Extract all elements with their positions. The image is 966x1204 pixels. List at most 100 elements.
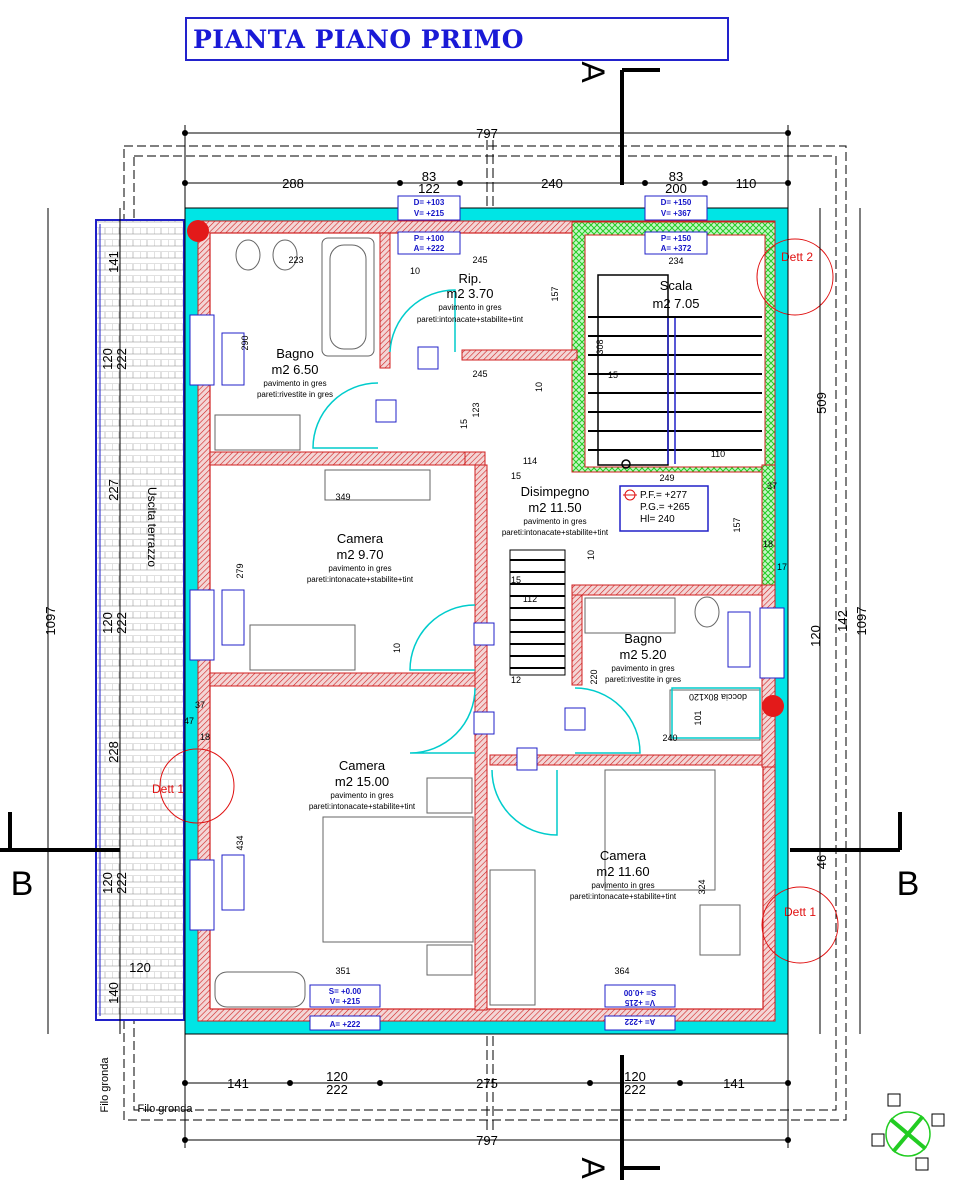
svg-text:m2 5.20: m2 5.20 (620, 647, 667, 662)
svg-text:m2 7.05: m2 7.05 (653, 296, 700, 311)
window-tag-text: V= +367 (661, 209, 692, 218)
svg-text:223: 223 (288, 255, 303, 265)
svg-text:220: 220 (589, 669, 599, 684)
detail-circles (159, 238, 839, 964)
svg-text:pavimento in gres: pavimento in gres (328, 564, 391, 573)
svg-text:110: 110 (711, 449, 725, 459)
svg-text:120: 120 (100, 612, 115, 634)
room-label-camera-2: Camera m2 15.00 pavimento in gres pareti… (309, 758, 416, 811)
window-tag-text: A= +222 (330, 1020, 361, 1029)
section-letter-b: B (11, 865, 34, 903)
page-title: PIANTA PIANO PRIMO (193, 25, 525, 54)
svg-text:290: 290 (240, 335, 250, 350)
svg-text:240: 240 (541, 176, 563, 191)
gutter-label: Filo gronda (99, 1057, 111, 1113)
furniture (214, 237, 761, 1008)
svg-text:Rip.: Rip. (458, 271, 481, 286)
svg-text:18: 18 (200, 732, 210, 742)
svg-text:222: 222 (114, 348, 129, 370)
svg-text:245: 245 (472, 255, 487, 265)
room-label-ripostiglio: Rip. m2 3.70 pavimento in gres pareti:in… (417, 271, 524, 324)
svg-text:pareti:intonacate+stabilite+ti: pareti:intonacate+stabilite+tint (309, 802, 416, 811)
terrace-label: Uscita terrazzo (145, 487, 159, 567)
window-tag-text: S= +0.00 (623, 988, 656, 997)
svg-text:Bagno: Bagno (276, 346, 314, 361)
svg-text:157: 157 (732, 517, 742, 532)
svg-text:47: 47 (184, 716, 194, 726)
gutter-label: Filo gronda (137, 1103, 193, 1115)
svg-text:112: 112 (523, 594, 537, 604)
svg-text:349: 349 (335, 492, 350, 502)
svg-text:120: 120 (624, 1069, 646, 1084)
dims-top: 288 83 122 240 83 200 110 (282, 169, 756, 196)
svg-text:234: 234 (668, 256, 683, 266)
dims-right: 509 120 46 (808, 392, 829, 869)
column-marker (762, 695, 784, 717)
svg-text:120: 120 (129, 960, 151, 975)
svg-text:37: 37 (195, 700, 205, 710)
svg-text:83: 83 (669, 169, 683, 184)
svg-text:122: 122 (418, 181, 440, 196)
compass-icon (871, 1093, 945, 1171)
svg-text:pavimento in gres: pavimento in gres (438, 303, 501, 312)
title-box: PIANTA PIANO PRIMO (185, 17, 729, 61)
dims-left: 141 120 222 227 120 222 228 120 222 140 … (100, 251, 151, 1004)
section-letter-b: B (897, 865, 920, 903)
section-markers (0, 68, 902, 1180)
svg-text:434: 434 (235, 835, 245, 850)
svg-text:240: 240 (662, 733, 677, 743)
svg-text:pareti:rivestite in gres: pareti:rivestite in gres (257, 390, 333, 399)
window-tag-text: P= +100 (414, 234, 445, 243)
svg-text:120: 120 (808, 625, 823, 647)
svg-text:222: 222 (326, 1082, 348, 1097)
window-tag-text: D= +150 (661, 198, 692, 207)
svg-text:222: 222 (624, 1082, 646, 1097)
svg-text:120: 120 (326, 1069, 348, 1084)
svg-text:141: 141 (723, 1076, 745, 1091)
level-pf: P.F.= +277 (640, 490, 688, 501)
dim-top-overall: 797 (476, 126, 498, 141)
staircase-lower (509, 549, 566, 676)
room-label-scala: Scala m2 7.05 (653, 278, 700, 311)
svg-text:Disimpegno: Disimpegno (521, 484, 590, 499)
svg-text:110: 110 (736, 176, 757, 191)
svg-text:308: 308 (595, 339, 605, 354)
window-tag-text: V= +215 (624, 998, 655, 1007)
svg-text:114: 114 (523, 456, 537, 466)
section-letter-a: A (575, 61, 611, 83)
dims-inner: 223 245 234 10 157 290 308 15 245 10 123… (184, 255, 787, 976)
svg-text:m2 3.70: m2 3.70 (447, 286, 494, 301)
svg-text:pavimento in gres: pavimento in gres (263, 379, 326, 388)
svg-text:509: 509 (814, 392, 829, 414)
svg-text:m2 6.50: m2 6.50 (272, 362, 319, 377)
window-tag-text: A= +372 (661, 244, 692, 253)
room-label-bagno-2: Bagno m2 5.20 pavimento in gres pareti:r… (605, 631, 681, 684)
svg-text:10: 10 (410, 266, 420, 276)
staircase (588, 274, 762, 469)
room-label-disimpegno: Disimpegno m2 11.50 pavimento in gres pa… (502, 484, 609, 537)
svg-text:Camera: Camera (337, 531, 384, 546)
dimension-ticks (182, 130, 791, 1143)
svg-text:275: 275 (476, 1076, 498, 1091)
window-tag-text: P= +150 (661, 234, 692, 243)
room-label-bagno-1: Bagno m2 6.50 pavimento in gres pareti:r… (257, 346, 333, 399)
detail-label: Dett 2 (781, 250, 813, 264)
detail-label: Dett 1 (784, 905, 816, 919)
svg-text:m2 11.50: m2 11.50 (528, 500, 581, 515)
dim-right-overall: 1097 (854, 607, 869, 636)
svg-text:10: 10 (534, 382, 544, 392)
svg-text:15: 15 (511, 471, 521, 481)
level-hl: Hl= 240 (640, 514, 675, 525)
dims-bottom: 141 120 222 275 120 222 141 (227, 1069, 745, 1097)
svg-text:pareti:intonacate+stabilite+ti: pareti:intonacate+stabilite+tint (307, 575, 414, 584)
svg-text:324: 324 (697, 879, 707, 894)
shower-label: doccia 80x120 (689, 692, 747, 702)
svg-text:140: 140 (106, 982, 121, 1004)
svg-text:Camera: Camera (339, 758, 386, 773)
svg-text:m2 11.60: m2 11.60 (596, 864, 649, 879)
svg-text:pareti:intonacate+stabilite+ti: pareti:intonacate+stabilite+tint (570, 892, 677, 901)
svg-text:141: 141 (227, 1076, 249, 1091)
svg-text:141: 141 (106, 251, 121, 273)
svg-text:15: 15 (511, 575, 521, 585)
